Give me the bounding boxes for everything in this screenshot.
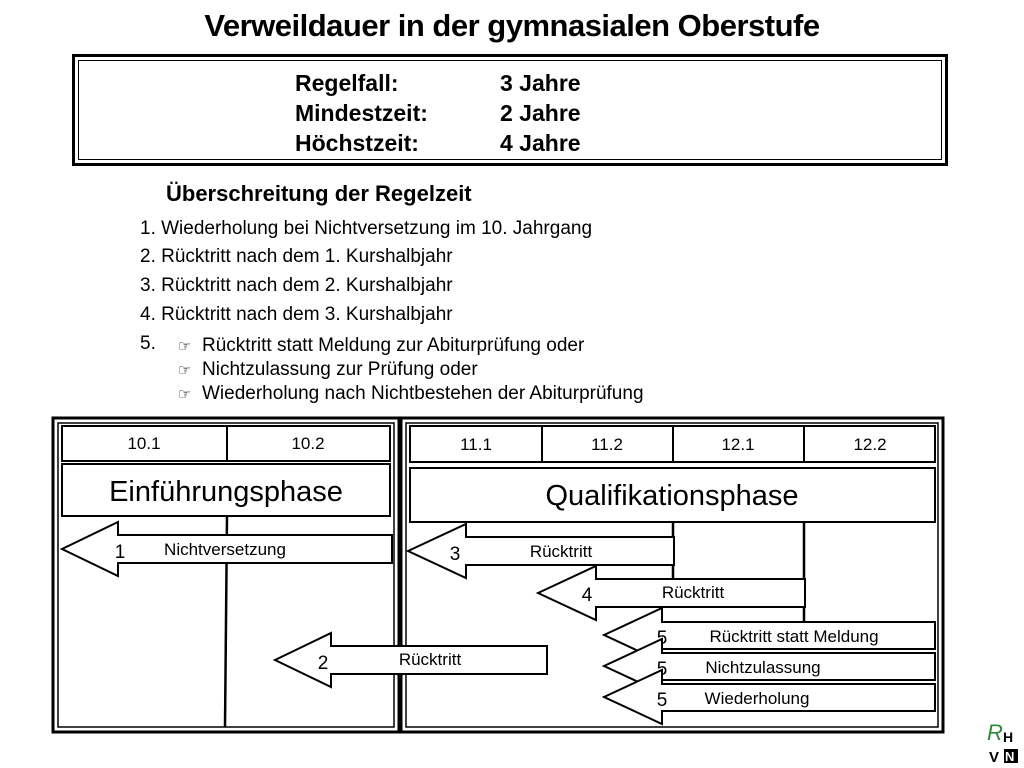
exceed-item-5c: ☞ Wiederholung nach Nichtbestehen der Abi… (178, 383, 644, 405)
summary-label: Mindestzeit: (295, 100, 428, 126)
page-title: Verweildauer in der gymnasialen Oberstuf… (204, 8, 820, 43)
arrow-5c-number: 5 (657, 690, 668, 711)
summary-box (72, 54, 948, 166)
summary-value: 3 Jahre (500, 70, 581, 96)
summary-box-inner (78, 60, 942, 160)
exceed-item-5-number: 5. (140, 333, 156, 354)
arrow-2-number: 2 (318, 653, 329, 674)
summary-row-minimum: Mindestzeit: 2 Jahre (295, 100, 581, 127)
semester-label: 11.1 (460, 435, 492, 454)
exceed-item-5b-text: Nichtzulassung zur Prüfung oder (202, 359, 478, 380)
arrow-4-label: Rücktritt (662, 583, 725, 602)
qual-frame-inner (405, 422, 939, 728)
arrow-3 (405, 522, 675, 580)
arrow-4-number: 4 (582, 585, 593, 606)
arrow-3-label: Rücktritt (530, 542, 593, 561)
summary-label: Höchstzeit: (295, 130, 419, 156)
exceed-item-5b: ☞ Nichtzulassung zur Prüfung oder (178, 359, 478, 381)
intro-frame-outer (51, 416, 401, 734)
exceed-item-5a: ☞ Rücktritt statt Meldung zur Abiturprüfu… (178, 335, 584, 357)
pointing-hand-icon: ☞ (178, 362, 192, 379)
svg-text:R: R (987, 720, 1003, 745)
exceed-item-5a-text: Rücktritt statt Meldung zur Abiturprüfun… (202, 335, 585, 356)
arrow-1 (59, 520, 393, 578)
arrow-2-label: Rücktritt (399, 650, 462, 669)
exceed-item-2: 2. Rücktritt nach dem 1. Kurshalbjahr (140, 246, 453, 267)
semester-label: 11.2 (591, 435, 623, 454)
rh-vn-logo-icon: R H V N (987, 720, 1018, 764)
qual-phase-label: Qualifikationsphase (545, 480, 798, 512)
exceed-item-5c-text: Wiederholung nach Nichtbestehen der Abit… (202, 383, 644, 404)
semester-label: 10.2 (291, 434, 324, 453)
summary-row-maximum: Höchstzeit: 4 Jahre (295, 130, 581, 157)
svg-text:N: N (1005, 749, 1014, 764)
pointing-hand-icon: ☞ (178, 338, 192, 355)
exceed-item-1: 1. Wiederholung bei Nichtversetzung im 1… (140, 218, 593, 239)
qual-frame-outer (399, 416, 945, 734)
arrow-5b-label: Nichtzulassung (705, 658, 820, 677)
exceed-item-4: 4. Rücktritt nach dem 3. Kurshalbjahr (140, 304, 453, 325)
arrow-5c-label: Wiederholung (705, 689, 810, 708)
arrow-1-number: 1 (115, 542, 126, 563)
arrow-5a-label: Rücktritt statt Meldung (709, 627, 878, 646)
svg-text:H: H (1003, 729, 1013, 745)
arrow-1-label: Nichtversetzung (164, 540, 286, 559)
arrow-3-number: 3 (450, 544, 461, 565)
summary-label: Regelfall: (295, 70, 399, 96)
semester-label: 10.1 (127, 434, 160, 453)
exceed-heading: Überschreitung der Regelzeit (166, 181, 472, 206)
pointing-hand-icon: ☞ (178, 386, 192, 403)
semester-label: 12.1 (721, 435, 754, 454)
summary-value: 2 Jahre (500, 100, 581, 126)
summary-row-regular: Regelfall: 3 Jahre (295, 70, 581, 97)
arrow-4 (535, 564, 806, 622)
semester-label: 12.2 (853, 435, 886, 454)
summary-value: 4 Jahre (500, 130, 581, 156)
intro-phase-label: Einführungsphase (109, 476, 343, 508)
svg-text:V: V (989, 749, 999, 764)
arrow-2 (272, 631, 548, 689)
exceed-item-3: 3. Rücktritt nach dem 2. Kurshalbjahr (140, 275, 453, 296)
arrow-5c (601, 668, 936, 726)
